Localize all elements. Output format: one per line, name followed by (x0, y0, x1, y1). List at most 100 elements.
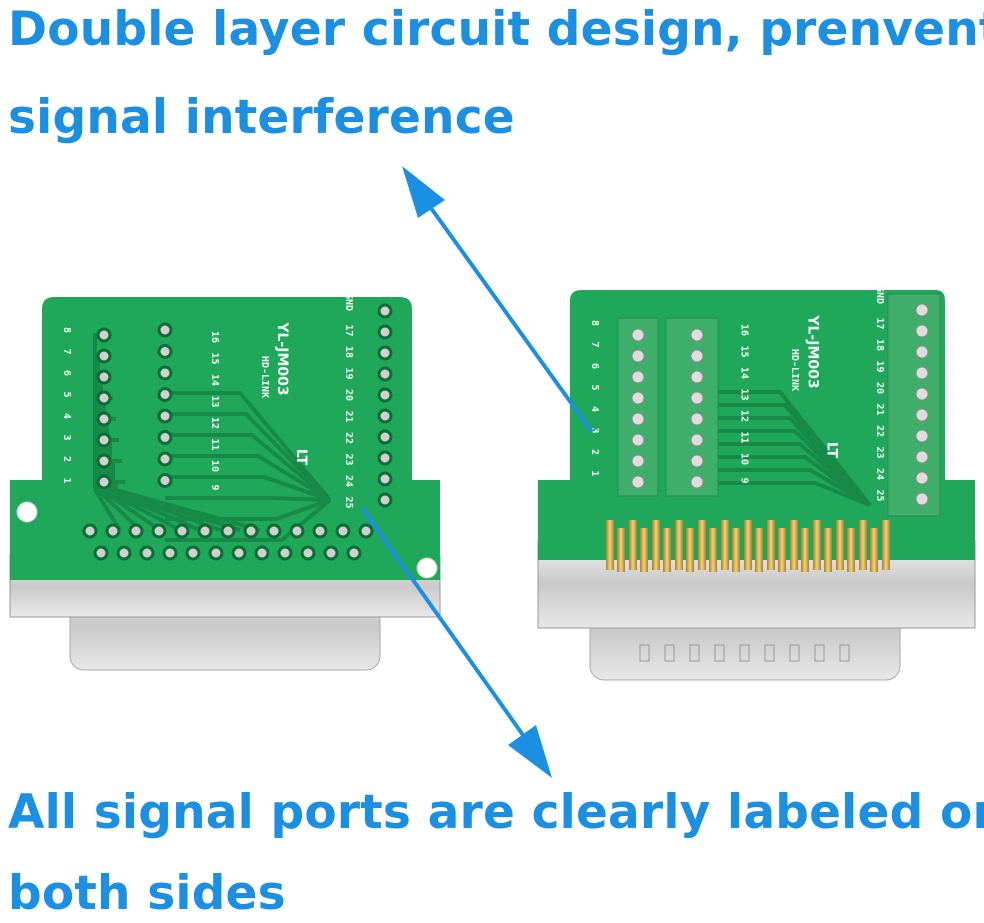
pin-label: 10 (739, 453, 750, 465)
trace (165, 433, 332, 502)
arrow-to-footer (360, 506, 552, 778)
gold-pin (744, 520, 752, 570)
gold-pin (721, 520, 729, 570)
pin-hole (105, 523, 121, 539)
trace (114, 480, 261, 532)
pin-label: 13 (209, 395, 220, 407)
pin-label: 14 (739, 367, 750, 379)
connector-slot (814, 644, 825, 662)
pin-hole (377, 366, 393, 382)
screw-icon (631, 412, 645, 426)
pin-hole (197, 523, 213, 539)
screw-icon (631, 349, 645, 363)
pin-label: 22 (874, 425, 885, 437)
pin-label: 10 (209, 460, 220, 472)
headline-line-1: Double layer circuit design, prenvent (8, 2, 984, 57)
pin-label: 5 (61, 391, 72, 397)
pin-label: 13 (739, 388, 750, 400)
pin-hole (377, 345, 393, 361)
screw-icon (915, 345, 929, 359)
pin-hole (96, 453, 112, 469)
pin-label: GND (343, 293, 354, 311)
pin-hole (323, 545, 339, 561)
pin-hole (277, 545, 293, 561)
gold-pin (732, 528, 740, 572)
pin-label: 4 (589, 406, 600, 412)
pin-hole (162, 545, 178, 561)
pin-label: 18 (874, 339, 885, 351)
arrowhead-down-icon (508, 725, 552, 778)
arrow-to-headline (402, 166, 594, 434)
pin-label: 4 (61, 413, 72, 419)
pin-label: 16 (739, 324, 750, 336)
pin-label: 3 (589, 427, 600, 433)
screw-icon (690, 475, 704, 489)
pin-hole (157, 408, 173, 424)
connector-slot (714, 644, 725, 662)
brand-label: HD-LINK (789, 349, 800, 391)
pin-hole (231, 545, 247, 561)
trace (718, 481, 871, 507)
pin-hole (96, 369, 112, 385)
gold-pin (790, 520, 798, 570)
gold-pin (824, 528, 832, 572)
gold-pin (629, 520, 637, 570)
gold-pin (859, 520, 867, 570)
trace (165, 391, 332, 502)
pin-hole (157, 473, 173, 488)
trace (165, 496, 331, 502)
trace (165, 498, 331, 521)
pin-label: 24 (874, 468, 885, 480)
terminal-block-1 (617, 317, 659, 497)
pin-label: 2 (589, 449, 600, 455)
gold-pin (663, 528, 671, 572)
pin-hole (93, 545, 109, 561)
pin-label: 20 (343, 389, 354, 401)
connector-slot (639, 644, 650, 662)
pin-label: 18 (343, 346, 354, 358)
pin-label: 16 (209, 331, 220, 343)
screw-icon (631, 328, 645, 342)
pin-hole (254, 545, 270, 561)
gold-pin (652, 520, 660, 570)
trace (111, 459, 241, 532)
pin-hole (185, 545, 201, 561)
pin-label: 8 (589, 320, 600, 326)
gold-pin (836, 520, 844, 570)
gold-pin (709, 528, 717, 572)
screw-icon (915, 450, 929, 464)
pin-hole (139, 545, 155, 561)
pin-hole (157, 387, 173, 402)
pin-hole (96, 474, 112, 490)
pin-hole (82, 523, 98, 539)
connector-slot (839, 644, 850, 662)
gold-pin (870, 528, 878, 572)
pin-label: 23 (343, 453, 354, 465)
gold-pin (755, 528, 763, 572)
trace (718, 442, 872, 507)
brand-label: HD-LINK (259, 356, 270, 398)
pin-label: 14 (209, 374, 220, 386)
pin-label: 3 (61, 434, 72, 440)
pin-hole (346, 545, 362, 561)
pin-hole (174, 523, 190, 539)
connector-slot (789, 644, 800, 662)
pin-label: 25 (874, 489, 885, 501)
pin-label: 19 (343, 367, 354, 379)
trace (165, 498, 332, 542)
screw-icon (690, 433, 704, 447)
pin-hole (96, 348, 112, 364)
pin-hole (157, 344, 173, 359)
screw-icon (915, 408, 929, 422)
screw-icon (915, 492, 929, 506)
screw-icon (690, 328, 704, 342)
pin-label: 1 (589, 470, 600, 476)
left-board: 87654321161514131211109GND17181920212223… (9, 293, 441, 671)
screw-icon (915, 366, 929, 380)
pin-label: 8 (61, 327, 72, 333)
screw-icon (631, 391, 645, 405)
connector-slot (739, 644, 750, 662)
screw-icon (690, 349, 704, 363)
headline-line-2: signal interference (8, 90, 515, 145)
gold-pin (882, 520, 890, 570)
